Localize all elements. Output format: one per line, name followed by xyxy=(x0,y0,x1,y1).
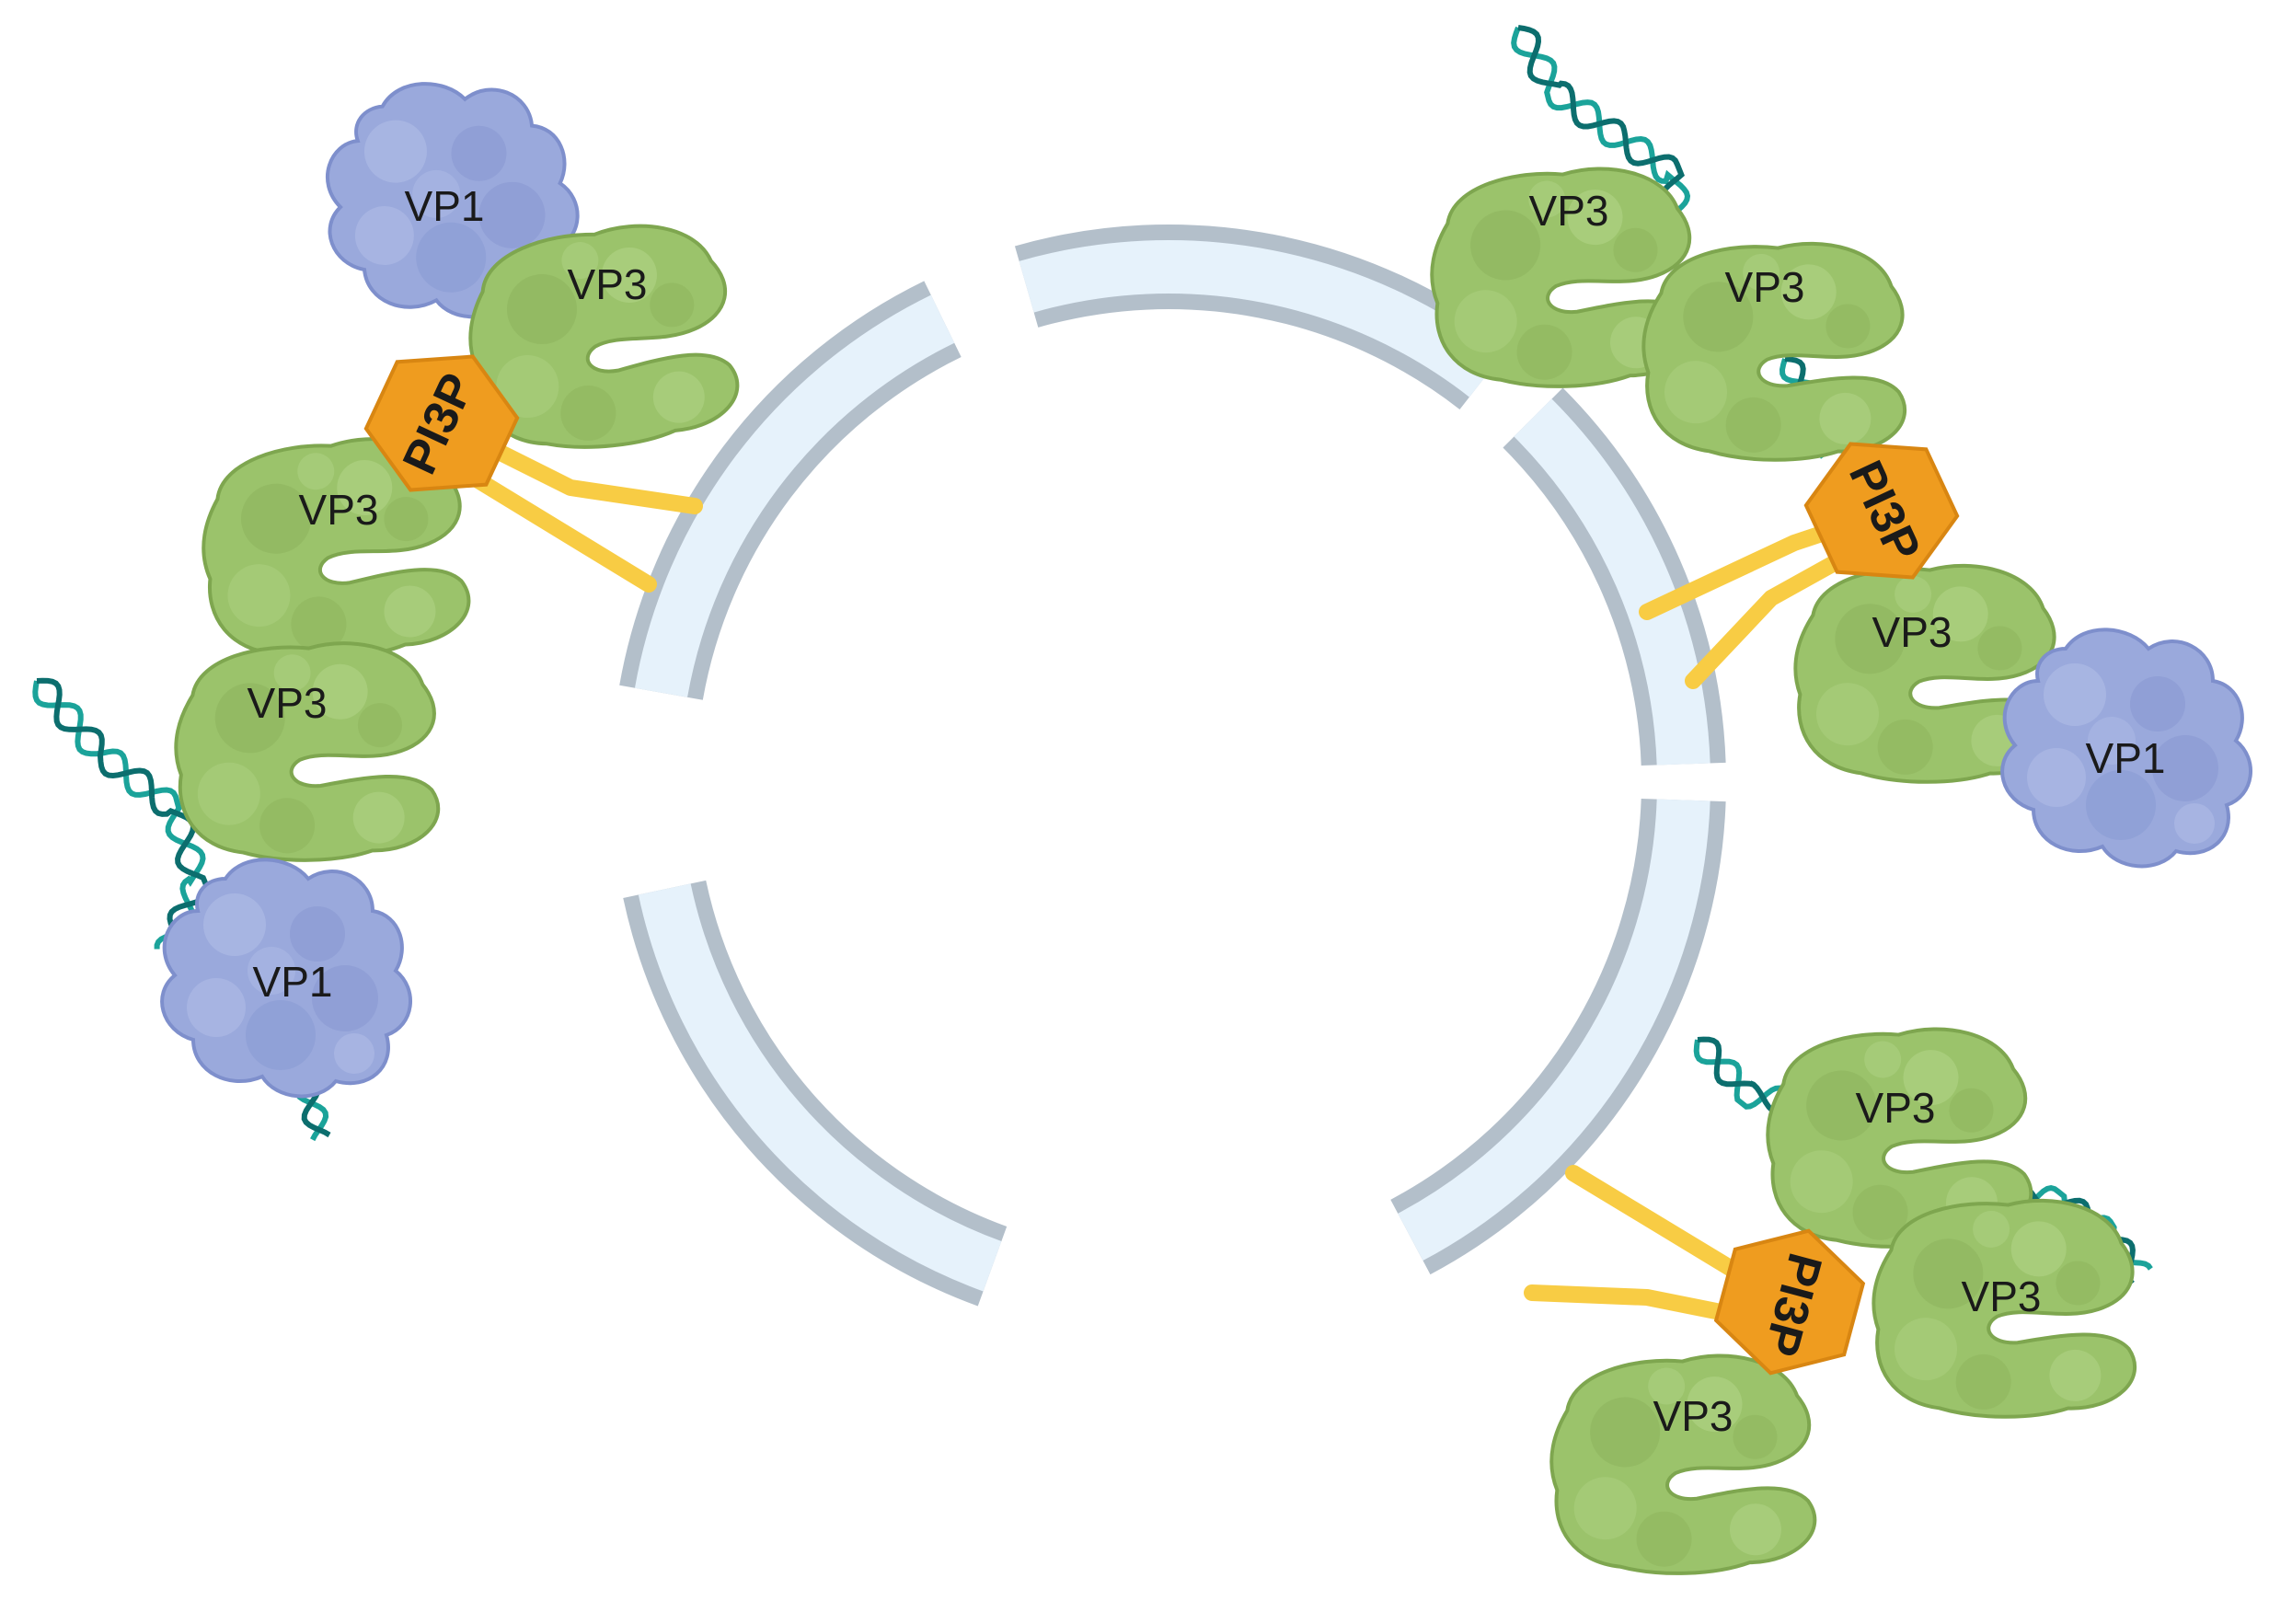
vp3-label: VP3 xyxy=(568,260,648,308)
rna-strand-left xyxy=(32,677,211,961)
vp3-label: VP3 xyxy=(1856,1084,1936,1132)
membrane-arc-right xyxy=(1503,387,1726,766)
vp3-label: VP3 xyxy=(1529,187,1609,235)
lipid-tail xyxy=(452,461,657,593)
lipid-tail xyxy=(1524,1284,1747,1324)
vp3-label: VP3 xyxy=(1872,608,1952,656)
lipid-tail xyxy=(1685,544,1862,689)
vp3-bottom-right-low xyxy=(1541,1345,1824,1587)
vp1-label: VP1 xyxy=(253,958,333,1006)
membrane-arc-bottom-right xyxy=(1390,798,1726,1275)
membrane-arc-top xyxy=(1014,225,1513,410)
membrane-layer xyxy=(619,225,1726,1307)
vp3-label: VP3 xyxy=(1653,1392,1733,1440)
vp3-label: VP3 xyxy=(1962,1273,2042,1320)
vp3-left-lower xyxy=(167,634,446,872)
membrane-arc-bottom-left xyxy=(623,880,1008,1307)
vp3-label: VP3 xyxy=(1725,263,1805,311)
vp1-label: VP1 xyxy=(2086,734,2166,782)
lipid-tail xyxy=(1565,1165,1756,1287)
vp3-label: VP3 xyxy=(299,486,379,534)
vp3-label: VP3 xyxy=(248,679,328,727)
lipid-tail xyxy=(470,433,703,514)
vp1-label: VP1 xyxy=(405,182,485,230)
membrane-arc-left xyxy=(619,281,962,701)
